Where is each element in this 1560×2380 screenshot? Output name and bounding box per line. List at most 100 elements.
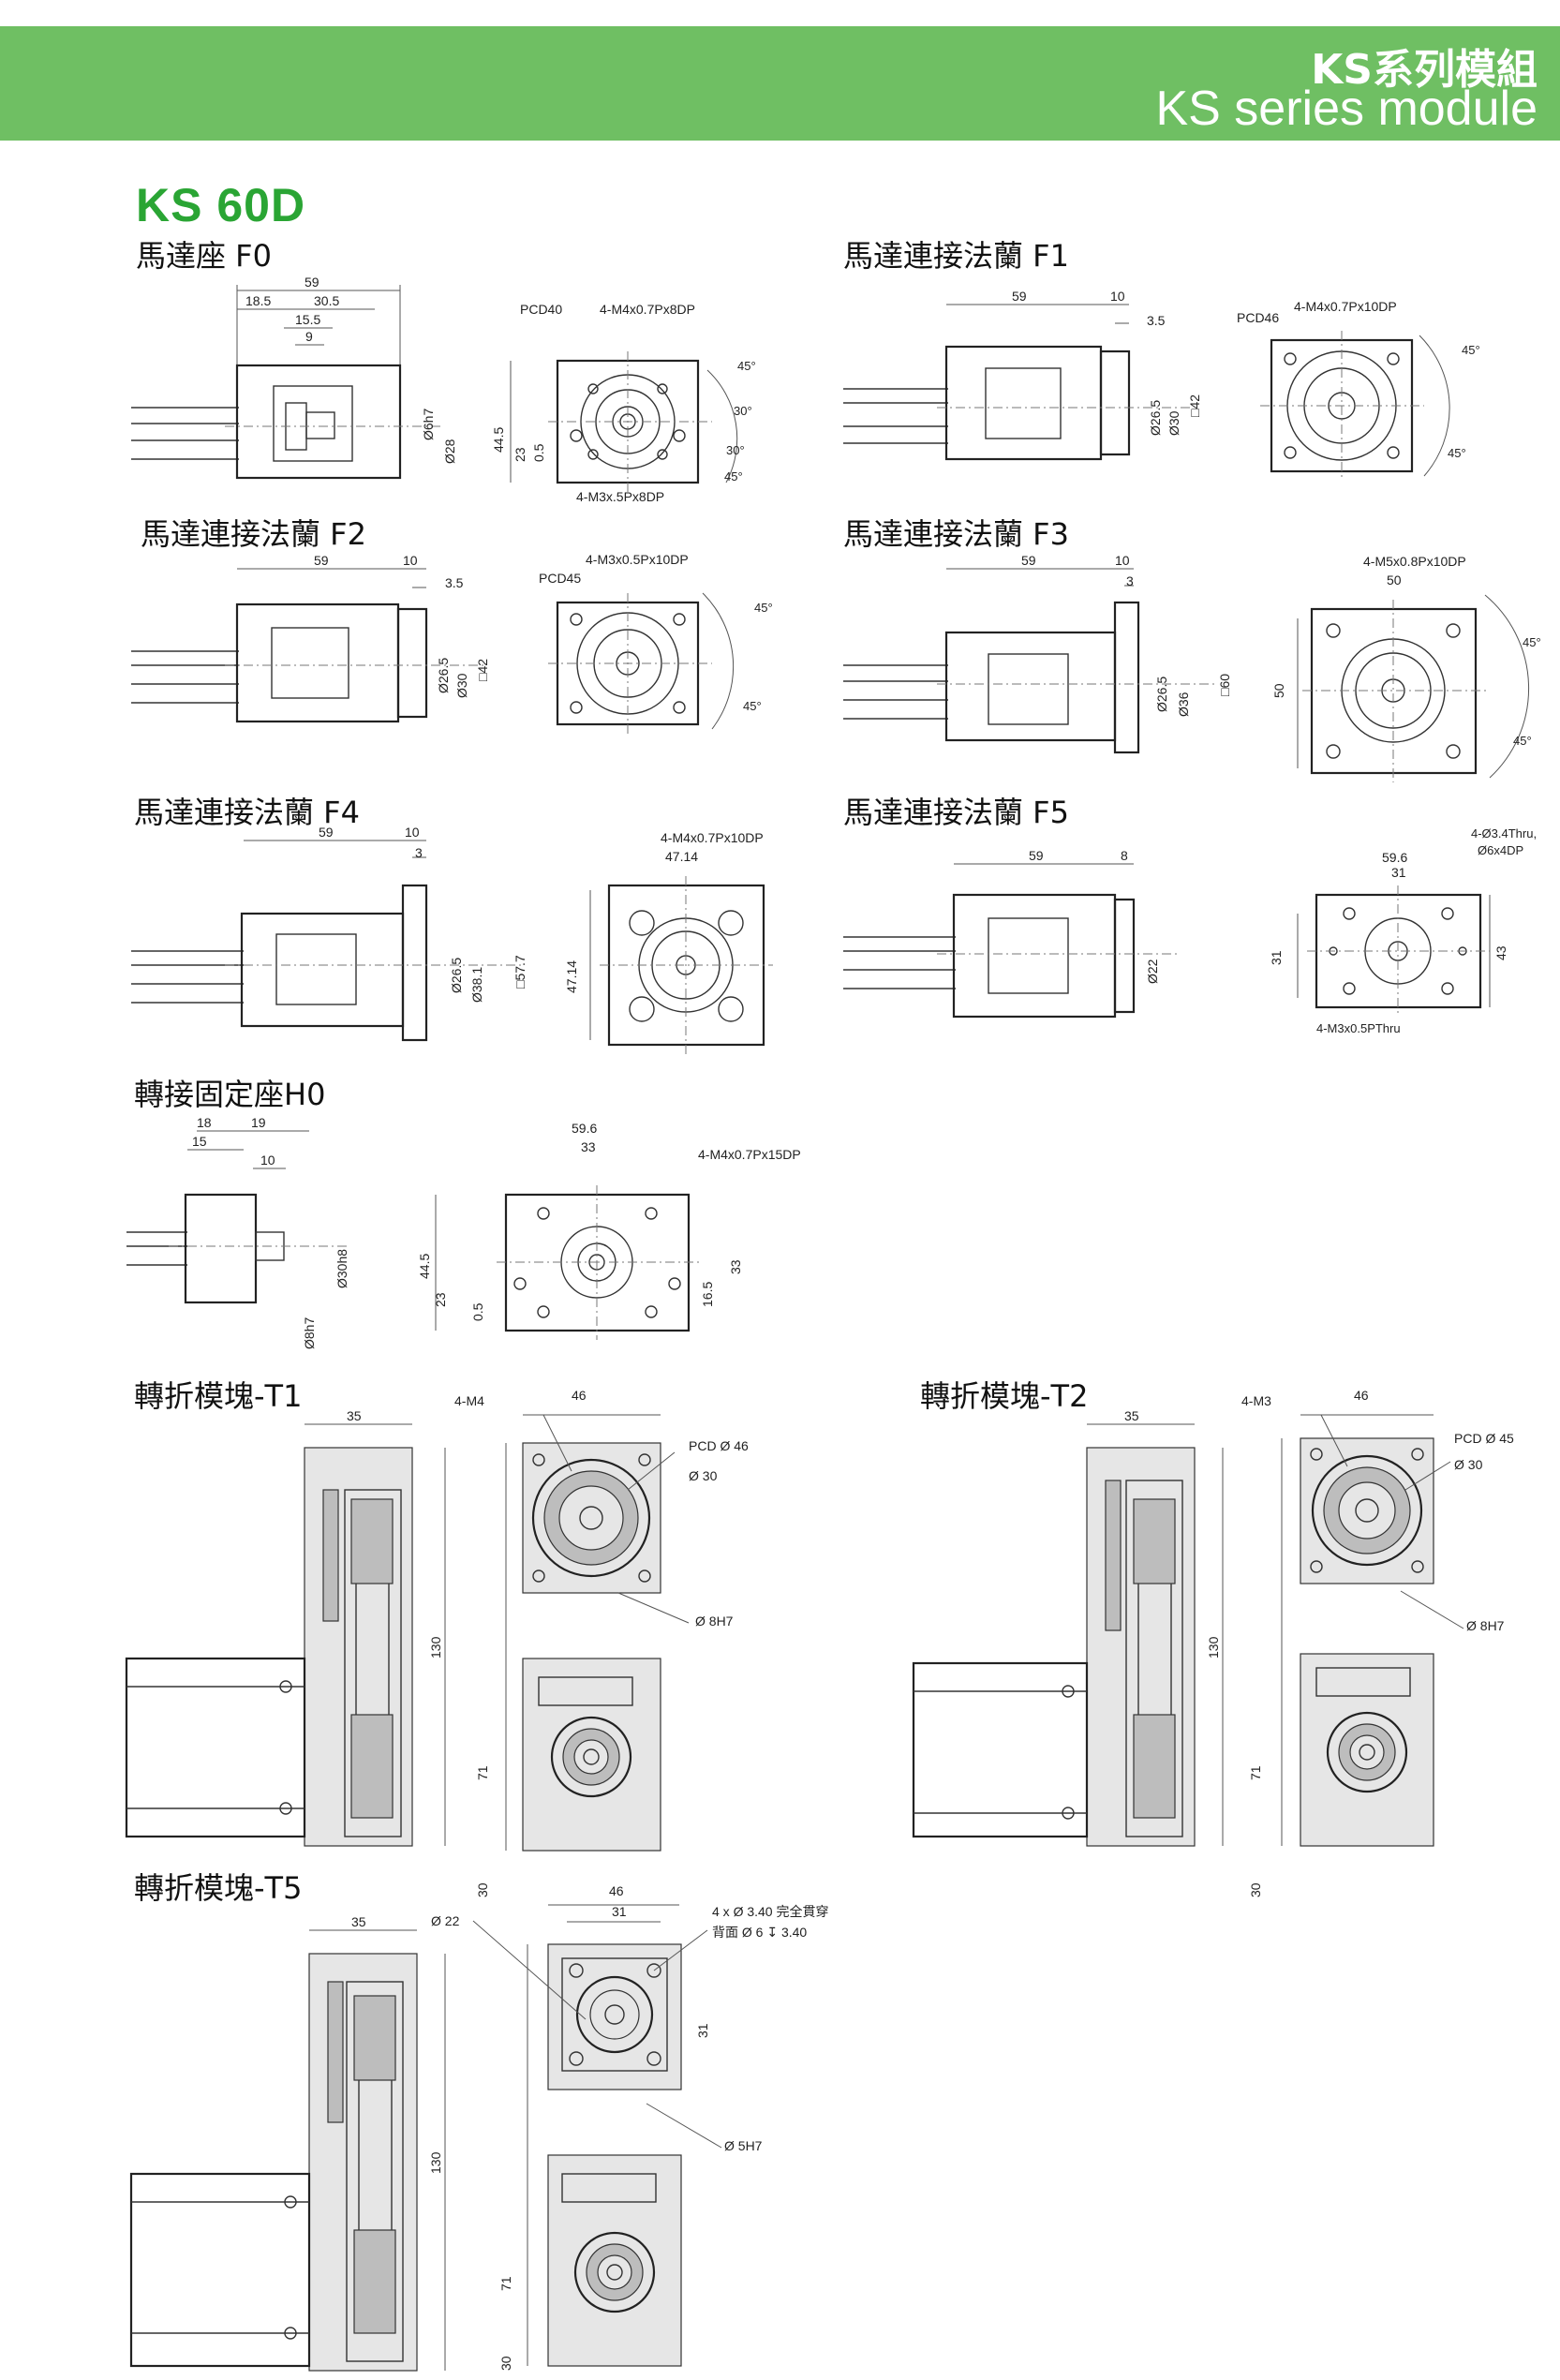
svg-text:4-M4x0.7Px10DP: 4-M4x0.7Px10DP (1294, 299, 1397, 314)
svg-text:45°: 45° (754, 601, 773, 615)
svg-text:31: 31 (1391, 865, 1406, 880)
section-title-f3: 馬達連接法蘭 F3 (843, 516, 1069, 552)
svg-text:30.5: 30.5 (314, 293, 339, 308)
svg-text:31: 31 (612, 1904, 627, 1919)
svg-text:Ø8h7: Ø8h7 (302, 1317, 317, 1349)
svg-text:45°: 45° (1462, 343, 1480, 357)
svg-text:Ø26.5: Ø26.5 (436, 658, 451, 693)
section-title-h0: 轉接固定座H0 (134, 1077, 326, 1112)
svg-text:130: 130 (428, 1636, 443, 1659)
svg-text:45°: 45° (1523, 635, 1541, 649)
svg-text:10: 10 (1110, 289, 1125, 304)
svg-text:19: 19 (251, 1115, 266, 1130)
svg-text:3.5: 3.5 (445, 575, 464, 590)
svg-text:Ø26.5: Ø26.5 (1154, 677, 1169, 712)
svg-text:31: 31 (695, 2023, 710, 2038)
drawing-t1-side: 35 130 (125, 1408, 446, 1847)
svg-text:□60: □60 (1217, 674, 1232, 696)
svg-text:4-M3x0.5Px10DP: 4-M3x0.5Px10DP (586, 552, 689, 567)
svg-text:PCD Ø 46: PCD Ø 46 (689, 1438, 749, 1453)
svg-text:4 x Ø 3.40 完全貫穿: 4 x Ø 3.40 完全貫穿 (712, 1904, 828, 1919)
svg-text:Ø28: Ø28 (442, 439, 457, 464)
svg-text:4-M5x0.8Px10DP: 4-M5x0.8Px10DP (1363, 554, 1466, 569)
section-title-t2: 轉折模塊-T2 (920, 1378, 1089, 1414)
svg-text:59: 59 (305, 275, 319, 290)
drawing-f5-front: 4-Ø3.4Thru,Ø6x4DP 59.631 31 43 4-M3x0.5P… (1269, 826, 1537, 1035)
svg-text:Ø36: Ø36 (1176, 692, 1191, 717)
svg-text:Ø6h7: Ø6h7 (421, 409, 436, 440)
svg-text:30°: 30° (734, 404, 752, 418)
svg-text:43: 43 (1493, 945, 1508, 960)
svg-text:4-M4x0.7Px10DP: 4-M4x0.7Px10DP (661, 830, 764, 845)
svg-text:71: 71 (498, 2276, 513, 2291)
svg-text:46: 46 (572, 1388, 587, 1403)
svg-text:4-Ø3.4Thru,: 4-Ø3.4Thru, (1471, 826, 1537, 840)
svg-text:46: 46 (1354, 1388, 1369, 1403)
svg-text:59.6: 59.6 (1382, 850, 1407, 865)
svg-text:45°: 45° (743, 699, 762, 713)
svg-text:47.14: 47.14 (665, 849, 698, 864)
svg-text:Ø30: Ø30 (454, 673, 469, 698)
svg-text:130: 130 (1206, 1636, 1221, 1659)
section-title-t5: 轉折模塊-T5 (134, 1870, 303, 1906)
svg-text:130: 130 (428, 2151, 443, 2174)
header-banner: KS系列模組 KS series module (0, 26, 1560, 141)
svg-text:59: 59 (319, 825, 334, 840)
header-title-zh: KS系列模組 (1311, 46, 1538, 94)
svg-text:46: 46 (609, 1883, 624, 1898)
svg-text:33: 33 (728, 1259, 743, 1274)
svg-text:35: 35 (351, 1914, 366, 1929)
svg-text:Ø 30: Ø 30 (1454, 1457, 1483, 1472)
svg-text:0.5: 0.5 (531, 443, 546, 462)
svg-text:16.5: 16.5 (700, 1282, 715, 1307)
svg-text:44.5: 44.5 (417, 1254, 432, 1279)
svg-text:PCD46: PCD46 (1237, 310, 1279, 325)
svg-text:3.5: 3.5 (1147, 313, 1166, 328)
svg-text:Ø26.5: Ø26.5 (1148, 400, 1163, 436)
svg-text:□42: □42 (1187, 394, 1202, 417)
svg-text:33: 33 (581, 1139, 596, 1154)
svg-text:59: 59 (1029, 848, 1044, 863)
svg-text:45°: 45° (737, 359, 756, 373)
svg-text:45°: 45° (724, 469, 743, 483)
svg-text:35: 35 (347, 1408, 362, 1423)
svg-text:59: 59 (1021, 553, 1036, 568)
drawing-t2-side: 35 130 (912, 1408, 1224, 1847)
drawing-f0-side: 59 18.5 30.5 15.5 9 Ø6h7 Ø28 (131, 275, 457, 480)
svg-text:Ø6x4DP: Ø6x4DP (1478, 843, 1523, 857)
svg-text:8: 8 (1121, 848, 1128, 863)
svg-text:23: 23 (433, 1292, 448, 1307)
drawing-t5-side: 35 130 (129, 1914, 446, 2372)
section-title-f5: 馬達連接法蘭 F5 (843, 795, 1069, 830)
svg-text:10: 10 (405, 825, 420, 840)
svg-text:30°: 30° (726, 443, 745, 457)
svg-text:Ø30h8: Ø30h8 (334, 1249, 349, 1288)
svg-text:Ø 5H7: Ø 5H7 (724, 2138, 763, 2153)
svg-text:23: 23 (513, 447, 527, 462)
svg-text:Ø 8H7: Ø 8H7 (695, 1614, 734, 1629)
svg-text:30: 30 (1248, 1882, 1263, 1897)
svg-text:Ø30: Ø30 (1166, 410, 1181, 436)
svg-text:59.6: 59.6 (572, 1121, 597, 1136)
svg-text:4-M4x0.7Px15DP: 4-M4x0.7Px15DP (698, 1147, 801, 1162)
svg-text:Ø38.1: Ø38.1 (469, 967, 484, 1003)
svg-text:Ø22: Ø22 (1145, 959, 1160, 984)
svg-text:35: 35 (1124, 1408, 1139, 1423)
section-title-t1: 轉折模塊-T1 (134, 1378, 303, 1414)
svg-text:15.5: 15.5 (295, 312, 320, 327)
svg-text:0.5: 0.5 (470, 1302, 485, 1321)
svg-text:18: 18 (197, 1115, 212, 1130)
svg-text:18.5: 18.5 (245, 293, 271, 308)
section-title-f1: 馬達連接法蘭 F1 (843, 238, 1069, 274)
svg-text:9: 9 (305, 329, 313, 344)
svg-text:45°: 45° (1448, 446, 1466, 460)
